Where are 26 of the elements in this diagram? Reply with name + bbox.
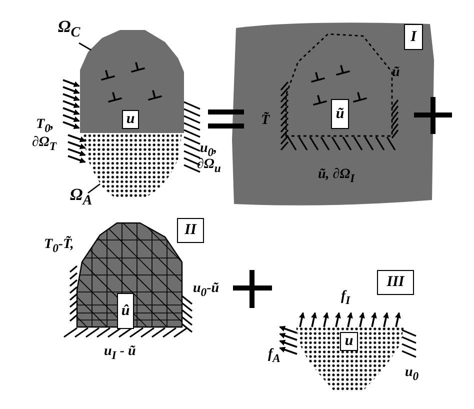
math-label: T̃ — [261, 114, 270, 128]
math-label: ∂Ω$_{T}$ — [32, 136, 56, 154]
leader-line — [78, 42, 92, 51]
region-label: Ω$_{A}$ — [70, 188, 92, 208]
panel-label: III — [377, 270, 414, 295]
continuum-region — [80, 30, 184, 133]
panel-label: I — [404, 24, 423, 50]
value-box: û — [117, 293, 134, 329]
atomistic-region — [296, 327, 404, 392]
math-label: u$_{0}$-ũ — [193, 282, 220, 300]
math-label: ũ, ∂Ω$_{I}$ — [318, 168, 355, 186]
math-label: u$_{I}$ - ũ — [104, 345, 136, 363]
region-label: Ω$_{C}$ — [58, 20, 80, 40]
math-label: ũ — [392, 66, 400, 80]
math-label: f$_{A}$ — [268, 348, 280, 366]
math-label: T$_{0}$-T̃, — [44, 238, 74, 256]
leader-line — [88, 183, 100, 194]
value-box: u — [122, 110, 139, 129]
math-label: u$_{0}$ — [405, 366, 419, 384]
math-label: f$_{I}$ — [341, 290, 350, 308]
math-label: ∂Ω$_{u}$ — [197, 158, 221, 176]
value-box: ũ — [331, 99, 349, 129]
panel-label: II — [177, 218, 204, 243]
math-label: T$_{0}$, — [36, 118, 54, 136]
math-label: u$_{0}$, — [200, 142, 218, 159]
value-box: u — [340, 332, 358, 351]
